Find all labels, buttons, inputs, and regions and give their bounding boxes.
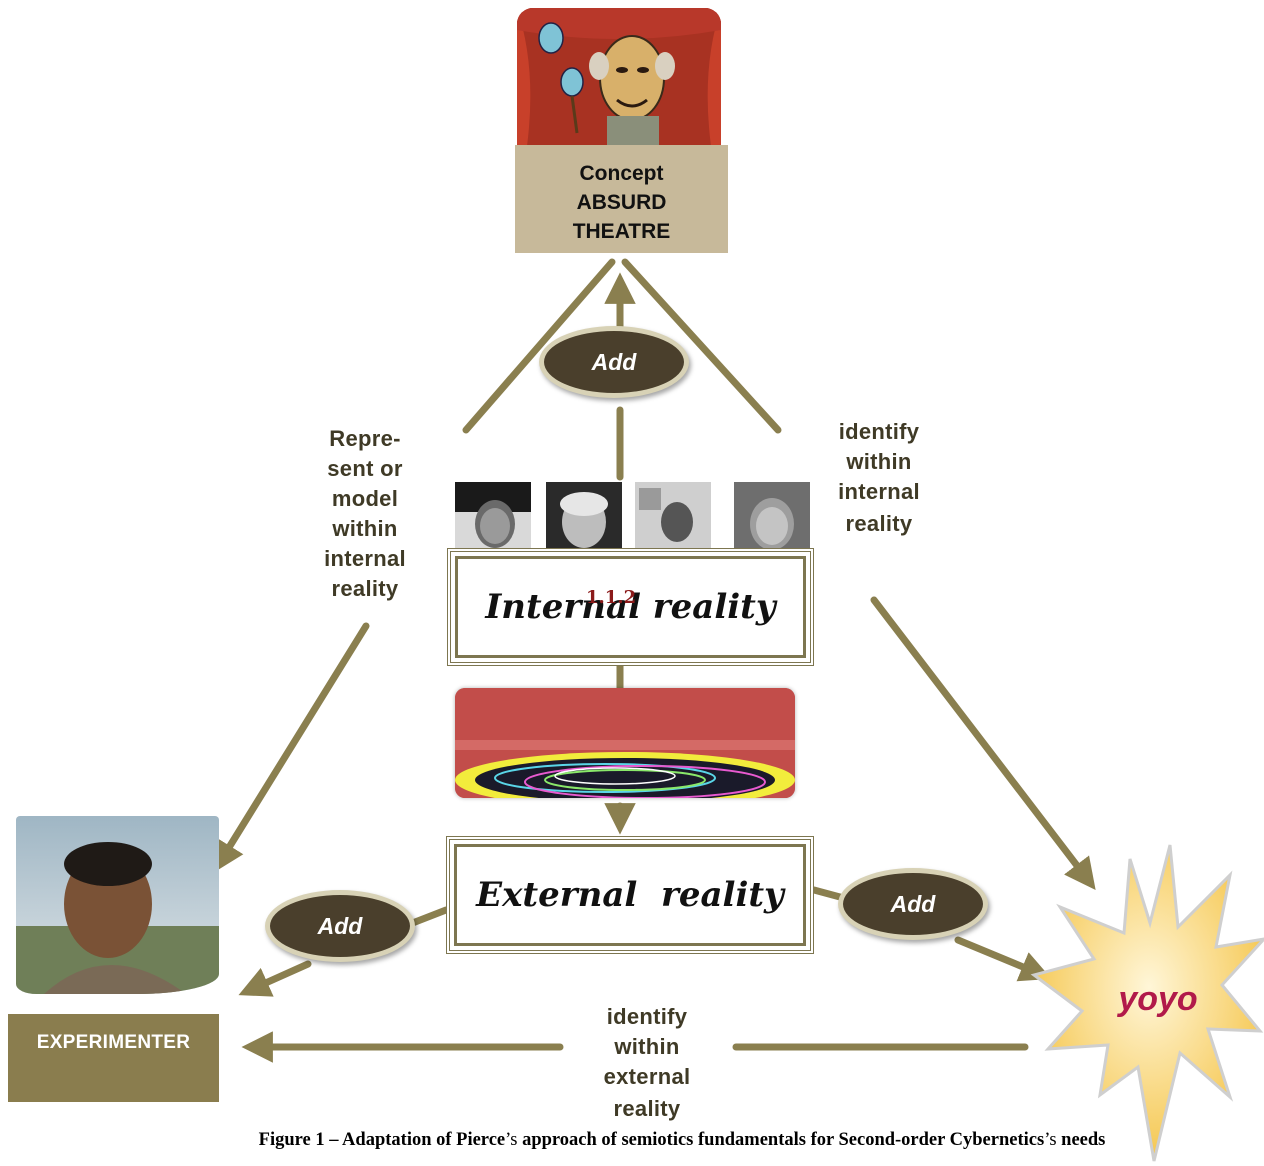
- internal-reality-number: 1.1.2: [586, 587, 637, 608]
- internal-reality-box: Internal reality: [447, 548, 814, 666]
- caption-part-3: approach of semiotics fundamentals for S…: [517, 1130, 1045, 1150]
- label-right-line: identify: [838, 419, 920, 444]
- caption-part-1: Figure 1 – Adaptation of Pierce: [258, 1130, 506, 1150]
- caption-part-5: needs: [1056, 1130, 1106, 1150]
- label-left-line: Repre-: [329, 426, 401, 451]
- concept-line-3: THEATRE: [572, 219, 671, 243]
- concept-line-1: Concept: [579, 161, 664, 185]
- experimenter-photo: [16, 816, 219, 994]
- apex-left-line: [462, 258, 616, 434]
- external-left-arrow: [238, 960, 312, 997]
- label-right-line: within: [846, 449, 912, 474]
- label-left-line: internal: [324, 546, 406, 571]
- right-diagonal-arrow: [870, 596, 1096, 891]
- yoyo-label: yoyo: [1118, 980, 1198, 1018]
- label-left-line: model: [331, 486, 399, 511]
- left-diagonal-arrow: [213, 622, 370, 873]
- caption-part-4: ’s: [1044, 1130, 1057, 1150]
- add-ellipse-right: Add: [838, 868, 988, 940]
- label-bottom-line: within: [614, 1034, 680, 1059]
- add-ellipse-left: Add: [265, 890, 415, 962]
- external-left-line: [406, 906, 450, 928]
- internal-reality-label: Internal reality: [485, 587, 776, 627]
- caption-part-2: ’s: [505, 1130, 518, 1150]
- label-identify-internal: identify within internal reality: [804, 417, 954, 539]
- add-ellipse-top-label: Add: [591, 348, 637, 375]
- figure-caption: Figure 1 – Adaptation of Pierce’s approa…: [0, 1130, 1264, 1151]
- label-left-line: reality: [331, 576, 399, 601]
- label-bottom-line: external: [603, 1064, 691, 1089]
- label-bottom-line: identify: [606, 1004, 688, 1029]
- add-ellipse-top: Add: [539, 326, 689, 398]
- absurd-theatre-picture: [517, 8, 721, 146]
- label-represent-or-model: Repre- sent or model within internal rea…: [290, 424, 440, 604]
- concept-absurd-theatre-box: Concept ABSURD THEATRE: [515, 145, 728, 253]
- label-bottom-line: reality: [613, 1096, 681, 1121]
- label-left-line: sent or: [327, 456, 403, 481]
- external-right-line: [810, 886, 844, 901]
- experimenter-box: EXPERIMENTER: [8, 1014, 219, 1102]
- label-right-line: internal: [838, 479, 920, 504]
- red-picture-box: [455, 688, 795, 798]
- label-identify-external: identify within external reality: [572, 1002, 722, 1124]
- add-ellipse-right-label: Add: [890, 890, 936, 917]
- concept-line-2: ABSURD: [576, 190, 667, 214]
- add-ellipse-left-label: Add: [317, 912, 363, 939]
- apex-right-line: [621, 258, 782, 434]
- external-reality-label: External reality: [476, 875, 784, 915]
- external-reality-box: External reality: [446, 836, 814, 954]
- external-right-arrow: [954, 936, 1052, 982]
- label-left-line: within: [332, 516, 398, 541]
- label-right-line: reality: [845, 511, 913, 536]
- yoyo-starburst: [1030, 844, 1264, 1162]
- experimenter-label: EXPERIMENTER: [36, 1032, 191, 1053]
